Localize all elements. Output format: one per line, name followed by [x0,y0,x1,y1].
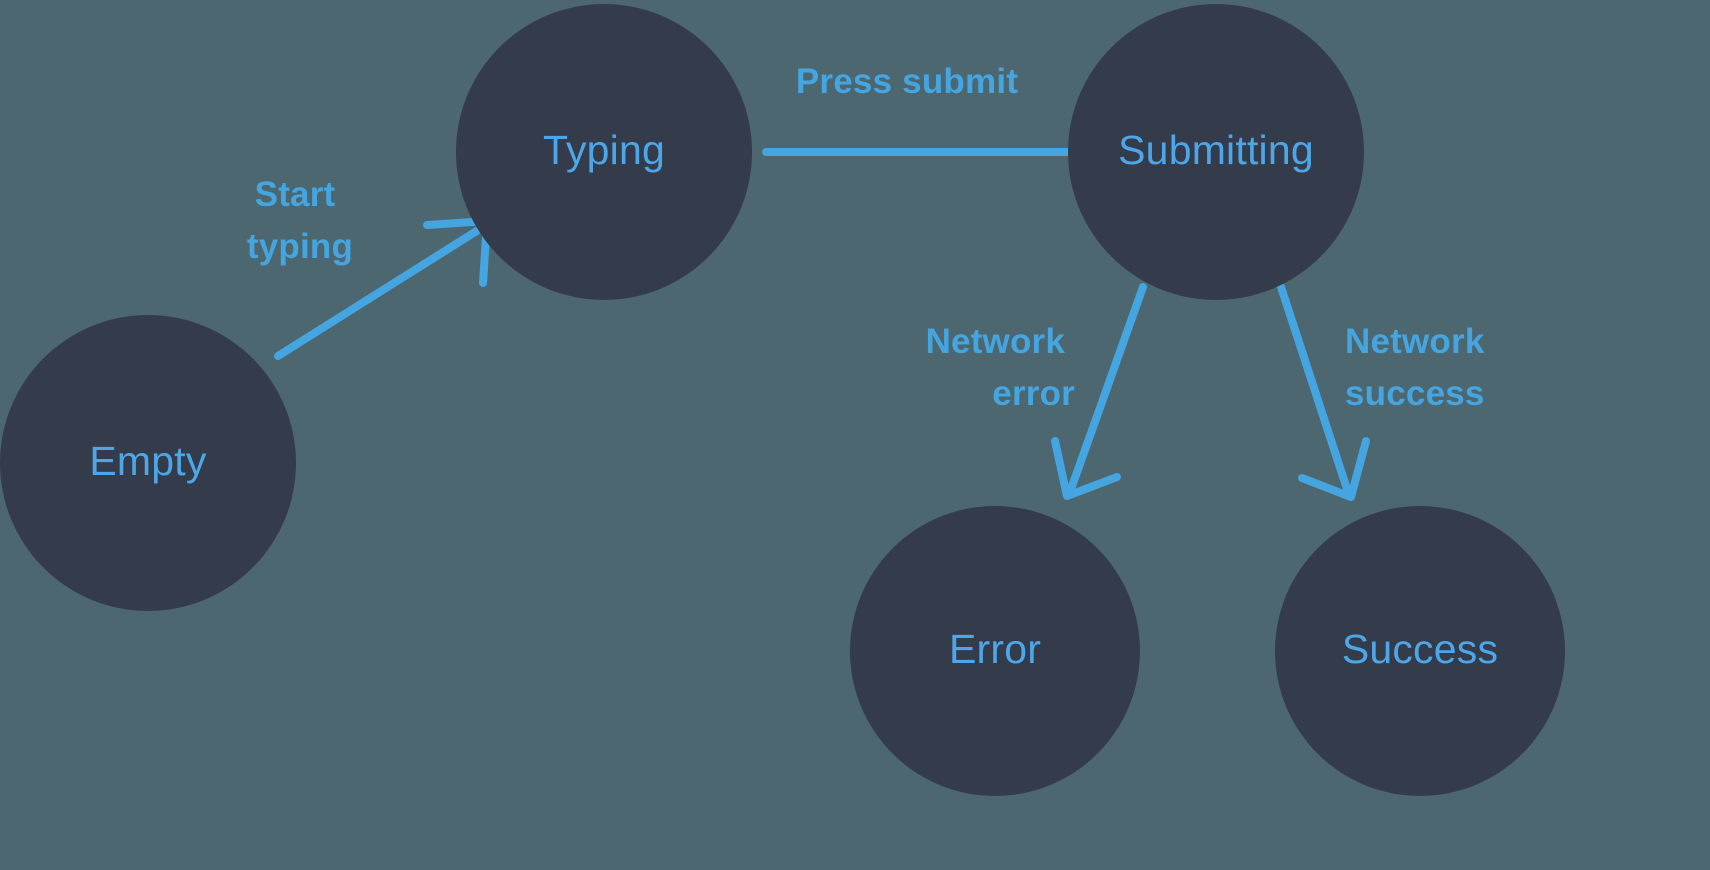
state-node-submitting[interactable]: Submitting [1068,4,1364,300]
state-node-empty[interactable]: Empty [0,315,296,611]
transition-network-error: Network error [926,283,1147,500]
network-error-label-line-1: Network [926,322,1066,361]
state-node-success-circle[interactable] [1275,506,1565,796]
state-node-error-circle[interactable] [850,506,1140,796]
network-success-arrow-head [1298,437,1370,501]
network-error-arrow-shaft [1066,283,1147,496]
start-typing-label-line-1: Start [255,175,336,214]
state-node-typing-label: Typing [543,127,665,173]
start-typing-arrow-shaft [274,223,487,360]
network-error-label: Network error [926,322,1076,413]
network-error-label-line-2: error [992,374,1075,413]
state-node-typing[interactable]: Typing [456,4,752,300]
start-typing-label-line-2: typing [247,227,353,266]
state-node-submitting-circle[interactable] [1068,4,1364,300]
network-success-label-line-2: success [1345,374,1485,413]
network-success-label: Network success [1345,322,1494,413]
state-node-success-label: Success [1342,626,1498,672]
state-node-empty-circle[interactable] [0,315,296,611]
network-error-arrow-head [1051,437,1121,500]
transition-network-success: Network success [1277,283,1494,501]
start-typing-label: Start typing [247,175,353,266]
state-node-typing-circle[interactable] [456,4,752,300]
press-submit-label: Press submit [796,62,1018,101]
press-submit-label-line-1: Press submit [796,62,1018,101]
state-node-error[interactable]: Error [850,506,1140,796]
state-node-error-label: Error [949,626,1041,672]
state-node-submitting-label: Submitting [1118,127,1314,173]
network-success-label-line-1: Network [1345,322,1485,361]
state-node-success[interactable]: Success [1275,506,1565,796]
network-success-arrow-shaft [1277,283,1352,496]
state-node-empty-label: Empty [89,438,206,484]
